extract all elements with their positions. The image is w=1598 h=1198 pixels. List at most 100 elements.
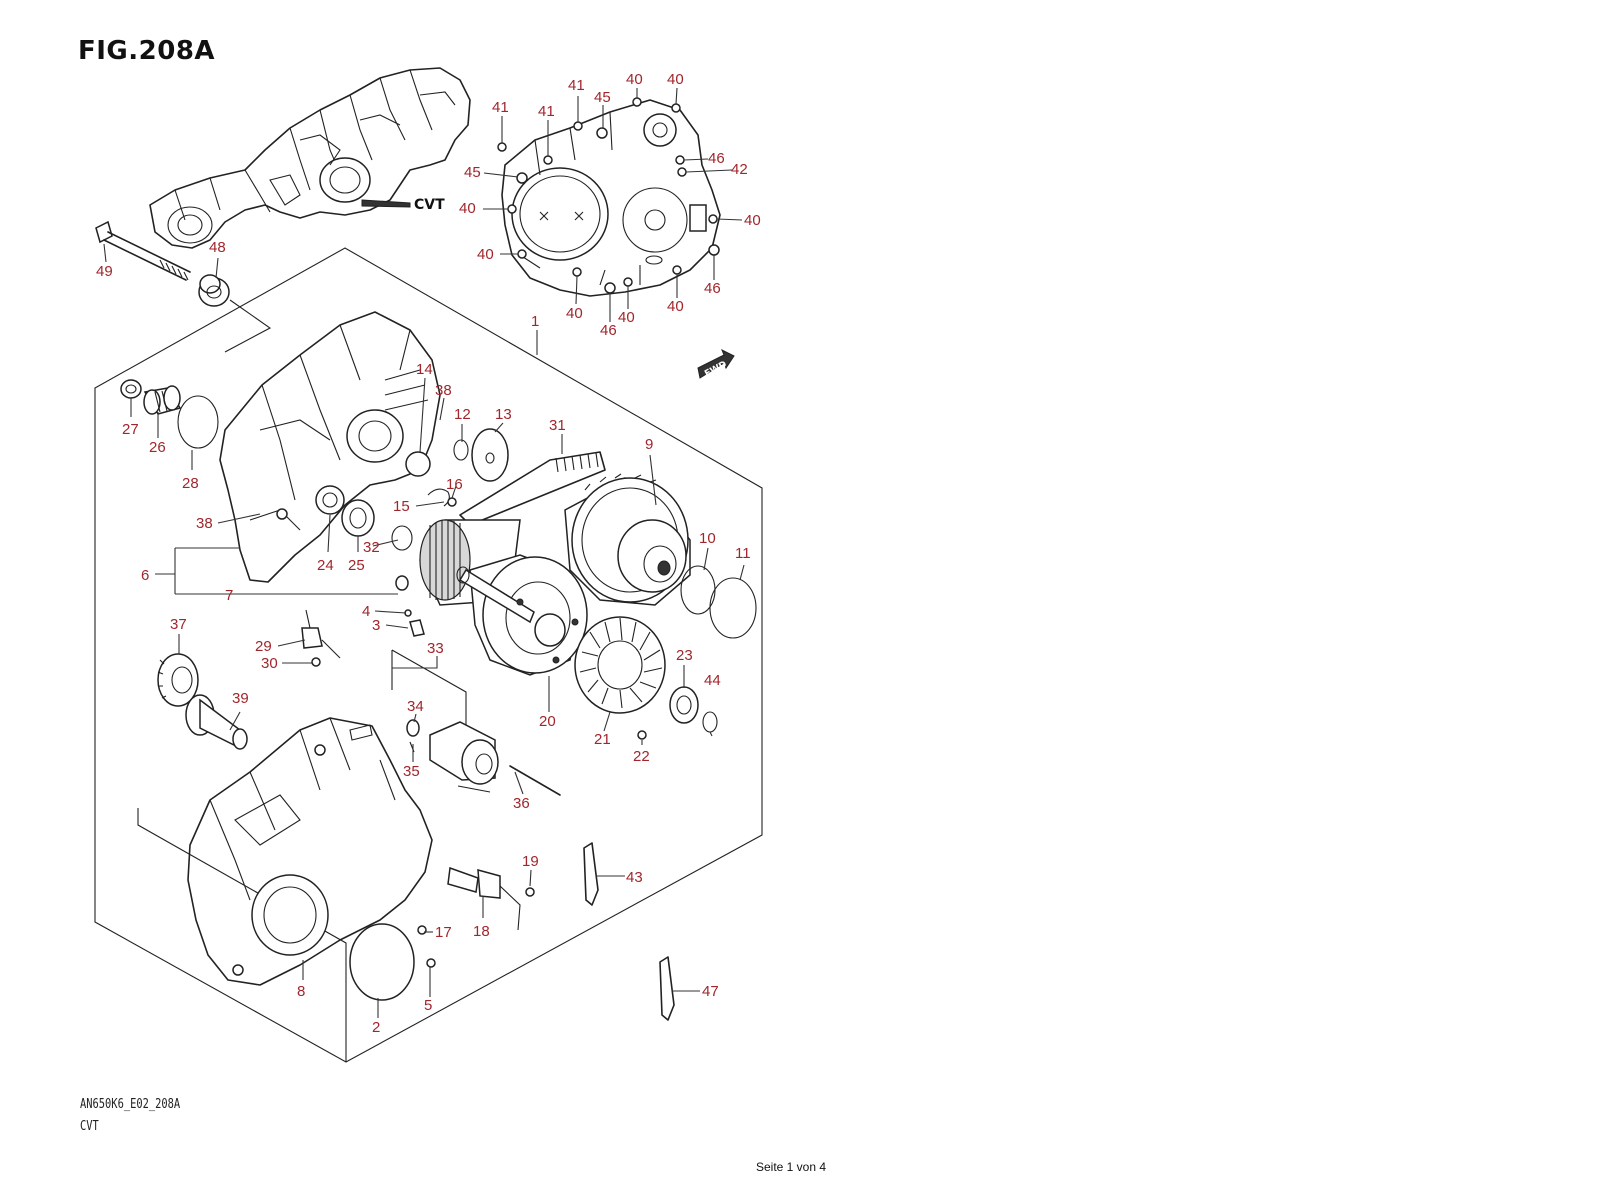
page-indicator: Seite 1 von 4 xyxy=(755,1160,827,1174)
callout-42: 42 xyxy=(731,161,748,178)
callout-41-a: 41 xyxy=(492,99,509,116)
callout-labels: 1 2 3 4 5 6 7 8 9 10 11 12 13 14 15 16 1… xyxy=(96,71,761,1036)
long-bolt-part xyxy=(95,220,191,281)
frame-lower-edge xyxy=(137,808,347,1062)
callout-44: 44 xyxy=(704,672,721,689)
bracket-upper-part xyxy=(583,842,599,906)
bracket-lower-part xyxy=(659,956,675,1021)
callout-27: 27 xyxy=(122,421,139,438)
callout-16: 16 xyxy=(446,476,463,493)
callout-40-a: 40 xyxy=(626,71,643,88)
callout-6: 6 xyxy=(141,567,149,584)
callout-40-f: 40 xyxy=(566,305,583,322)
callout-10: 10 xyxy=(699,530,716,547)
large-o-ring-part xyxy=(177,395,219,449)
callout-45-b: 45 xyxy=(464,164,481,181)
small-bolt-part xyxy=(447,497,457,507)
callout-8: 8 xyxy=(297,983,305,1000)
callout-5: 5 xyxy=(424,997,432,1014)
circlip-part xyxy=(702,711,718,733)
jet-part xyxy=(409,619,425,637)
callout-2: 2 xyxy=(372,1019,380,1036)
callout-36: 36 xyxy=(513,795,530,812)
switch-bolt-part xyxy=(525,887,535,897)
crankcase-rear-part xyxy=(187,717,433,986)
cvt-outer-cover xyxy=(497,97,721,297)
callout-34: 34 xyxy=(407,698,424,715)
callout-49: 49 xyxy=(96,263,113,280)
ball-bearing-part xyxy=(669,686,699,724)
callout-46-b: 46 xyxy=(704,280,721,297)
thrust-plate-part xyxy=(471,428,509,482)
callout-47: 47 xyxy=(702,983,719,1000)
frame-notch-upper xyxy=(224,299,272,353)
figure-title: FIG.208A xyxy=(78,36,216,66)
callout-37: 37 xyxy=(170,616,187,633)
bearing-part xyxy=(143,385,182,415)
callout-26: 26 xyxy=(149,439,166,456)
callout-22: 22 xyxy=(633,748,650,765)
drive-belt-part xyxy=(459,451,606,526)
o-ring-part xyxy=(391,525,413,551)
sensor-bolt-part xyxy=(311,657,321,667)
starter-motor-part xyxy=(429,721,499,793)
callout-18: 18 xyxy=(473,923,490,940)
callout-3: 3 xyxy=(372,617,380,634)
washer-part xyxy=(453,439,469,461)
starter-bolt-part xyxy=(509,765,561,796)
callout-12: 12 xyxy=(454,406,471,423)
callout-31: 31 xyxy=(549,417,566,434)
callout-24: 24 xyxy=(317,557,334,574)
callout-40-g: 40 xyxy=(618,309,635,326)
case-screw-part xyxy=(417,925,427,935)
callout-48: 48 xyxy=(209,239,226,256)
dowel-pin-part xyxy=(395,575,409,591)
callout-15: 15 xyxy=(393,498,410,515)
callout-45-a: 45 xyxy=(594,89,611,106)
callout-28: 28 xyxy=(182,475,199,492)
callout-43: 43 xyxy=(626,869,643,886)
engine-overview-sketch: CVT xyxy=(149,67,471,249)
callout-23: 23 xyxy=(676,647,693,664)
callout-29: 29 xyxy=(255,638,272,655)
fan-bolt-part xyxy=(637,730,647,740)
callout-40-e: 40 xyxy=(477,246,494,263)
callout-46-c: 46 xyxy=(600,322,617,339)
callout-40-d: 40 xyxy=(744,212,761,229)
callout-38-lower: 38 xyxy=(196,515,213,532)
callout-41-b: 41 xyxy=(538,103,555,120)
callout-11: 11 xyxy=(735,545,751,562)
clutch-housing-part xyxy=(564,473,691,606)
nut-part xyxy=(120,379,142,399)
callout-13: 13 xyxy=(495,406,512,423)
diagram-model-code: AN650K6_E02_208A xyxy=(80,1097,181,1112)
inner-cvt-case xyxy=(219,311,441,583)
assembly-frame-outline xyxy=(94,247,763,1063)
callout-46-a: 46 xyxy=(708,150,725,167)
diagram-section-name: CVT xyxy=(80,1119,99,1134)
fwd-direction-badge: FWD xyxy=(697,348,735,380)
callout-19: 19 xyxy=(522,853,539,870)
callout-leader-lines xyxy=(103,87,745,1018)
oil-seal-part xyxy=(341,499,375,537)
callout-9: 9 xyxy=(645,436,653,453)
callout-25: 25 xyxy=(348,557,365,574)
callout-30: 30 xyxy=(261,655,278,672)
primary-pulley-part xyxy=(456,554,588,676)
collar-part xyxy=(198,274,230,307)
cooling-fan-part xyxy=(574,616,666,714)
position-switch-part xyxy=(447,866,521,931)
callout-4: 4 xyxy=(362,603,370,620)
callout-40-b: 40 xyxy=(667,71,684,88)
callout-41-c: 41 xyxy=(568,77,585,94)
callout-20: 20 xyxy=(539,713,556,730)
callout-35: 35 xyxy=(403,763,420,780)
clutch-large-o-ring-part xyxy=(709,577,757,639)
reduction-gear-part xyxy=(157,653,199,707)
callout-1: 1 xyxy=(531,313,539,330)
callout-17: 17 xyxy=(435,924,452,941)
callout-7: 7 xyxy=(225,587,233,604)
callout-33: 33 xyxy=(427,640,444,657)
speed-sensor-part xyxy=(301,609,341,659)
